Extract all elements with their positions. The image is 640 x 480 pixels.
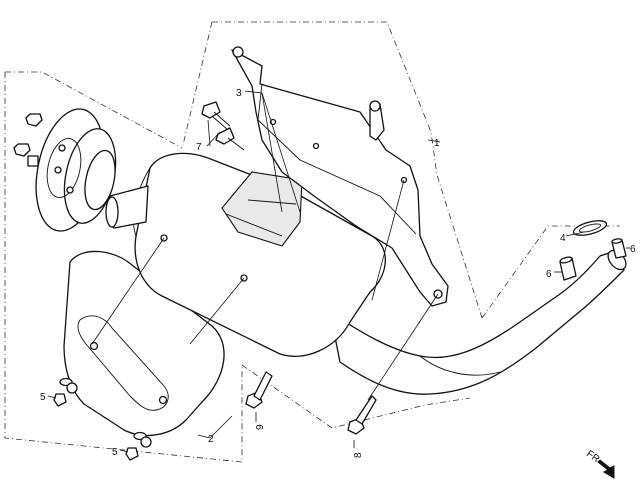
muffler-bracket (231, 46, 449, 307)
shield-bolt-hole-bottom (158, 395, 168, 405)
callout-6-right: 6 (630, 244, 636, 255)
callout-4: 4 (560, 233, 566, 244)
bolts-7 (201, 101, 245, 151)
callout-2: 2 (208, 434, 214, 445)
leader-lines (47, 90, 630, 453)
exhaust-pipe (329, 249, 627, 395)
callout-5-bottom: 5 (112, 447, 118, 458)
bolt-9 (245, 371, 273, 409)
front-direction-arrow-icon: FR (584, 449, 615, 479)
shield-bolt-hole-top (89, 341, 99, 351)
collars (559, 238, 627, 281)
bracket-pin-right (369, 100, 381, 112)
endcap-bolts (13, 113, 43, 167)
callout-8: 8 (353, 452, 364, 458)
callout-3: 3 (236, 88, 242, 99)
callout-9: 9 (255, 424, 266, 430)
muffler-end-cap (35, 108, 117, 232)
bolt-8 (347, 395, 377, 435)
callout-5-top: 5 (40, 392, 46, 403)
muffler-body (105, 152, 386, 357)
callout-7: 7 (196, 142, 202, 153)
callout-1: 1 (434, 138, 440, 149)
callout-6-left: 6 (546, 269, 552, 280)
bracket-pin-top (232, 46, 244, 58)
bolts-5 (53, 377, 152, 461)
callout-labels: 3 1 2 4 6 6 7 5 5 8 9 (40, 88, 636, 458)
gasket (572, 220, 608, 236)
